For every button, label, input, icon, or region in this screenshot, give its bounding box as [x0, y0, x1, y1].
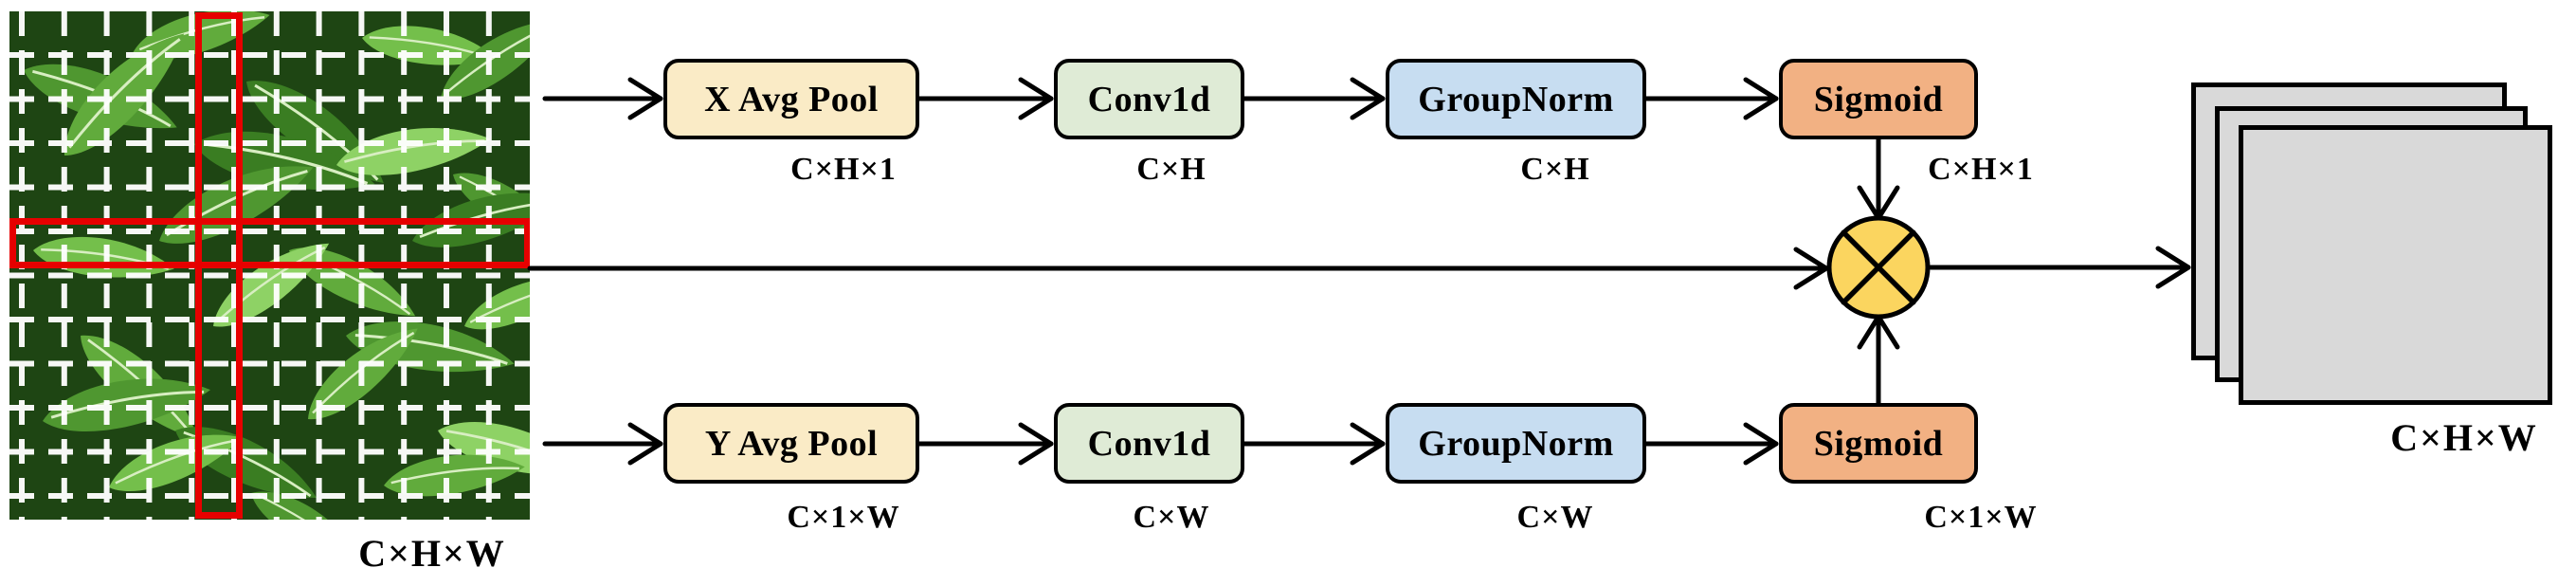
- block-sigmoid-bottom: Sigmoid: [1779, 403, 1978, 484]
- block-x-avg-pool: X Avg Pool: [663, 59, 919, 139]
- feature-map-front: [2239, 125, 2552, 405]
- block-label: X Avg Pool: [704, 79, 879, 119]
- dims-label-bottom-conv: C×W: [1133, 500, 1210, 535]
- dims-label-top-pool: C×H×1: [790, 152, 897, 187]
- input-dims-label: C×H×W: [358, 532, 506, 575]
- block-label: Conv1d: [1087, 79, 1211, 119]
- arrowhead: [1793, 247, 1829, 290]
- arrowhead: [627, 422, 663, 466]
- block-y-avg-pool: Y Avg Pool: [663, 403, 919, 484]
- block-label: Y Avg Pool: [704, 423, 879, 464]
- block-sigmoid-top: Sigmoid: [1779, 59, 1978, 139]
- arrowhead: [1018, 422, 1054, 466]
- arrowhead: [1743, 77, 1779, 120]
- arrowhead: [627, 77, 663, 120]
- multiply-node: [1826, 215, 1931, 320]
- highlighted-row-rect: [9, 218, 530, 268]
- block-groupnorm-bottom: GroupNorm: [1386, 403, 1646, 484]
- output-dims-label: C×H×W: [2390, 416, 2538, 459]
- dims-label-bottom-sigmoid: C×1×W: [1924, 500, 2038, 535]
- block-groupnorm-top: GroupNorm: [1386, 59, 1646, 139]
- block-conv1d-bottom: Conv1d: [1054, 403, 1244, 484]
- input-image: [9, 11, 530, 520]
- dims-label-top-norm: C×H: [1520, 152, 1590, 187]
- dims-label-top-sigmoid: C×H×1: [1928, 152, 2034, 187]
- multiply-circle: [1826, 215, 1931, 320]
- arrowhead: [1018, 77, 1054, 120]
- dims-label-bottom-norm: C×W: [1516, 500, 1594, 535]
- arrowhead: [2155, 246, 2191, 289]
- arrowhead: [1743, 422, 1779, 466]
- dims-label-top-conv: C×H: [1136, 152, 1206, 187]
- block-label: GroupNorm: [1418, 79, 1614, 119]
- multiply-icon: [1841, 229, 1916, 305]
- arrowhead: [1857, 185, 1900, 221]
- block-label: GroupNorm: [1418, 423, 1614, 464]
- block-label: Conv1d: [1087, 423, 1211, 464]
- arrowhead: [1350, 77, 1386, 120]
- arrowhead: [1350, 422, 1386, 466]
- block-label: Sigmoid: [1813, 423, 1944, 464]
- block-conv1d-top: Conv1d: [1054, 59, 1244, 139]
- dims-label-bottom-pool: C×1×W: [787, 500, 900, 535]
- arrowhead: [1857, 314, 1900, 350]
- block-label: Sigmoid: [1813, 79, 1944, 119]
